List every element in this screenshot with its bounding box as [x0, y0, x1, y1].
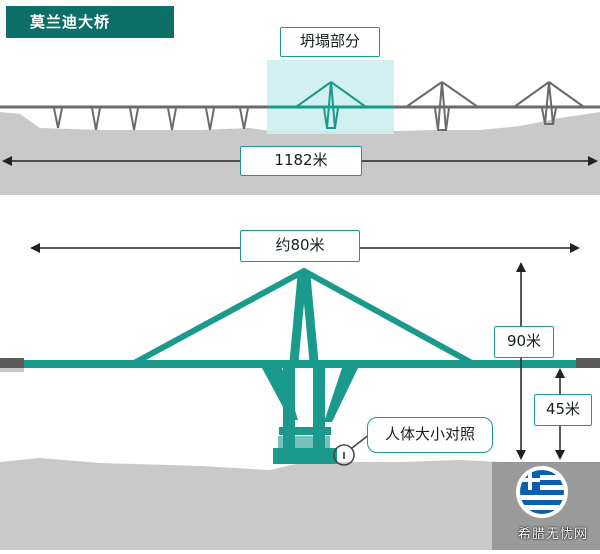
bridge-deck — [0, 360, 600, 368]
top-piers — [53, 107, 249, 131]
watermark-text: 希腊无忧网 — [517, 527, 588, 542]
total-height-label: 90米 — [494, 326, 554, 358]
tower-legs-upper — [289, 271, 319, 367]
page-title: 莫兰迪大桥 — [6, 6, 174, 38]
top-tower-2 — [405, 81, 479, 131]
bridge-length-label: 1182米 — [240, 146, 362, 176]
deck-end-right — [576, 358, 600, 368]
height90-dimension — [516, 262, 526, 460]
collapse-section-label: 坍塌部分 — [280, 27, 380, 57]
deck-end-left — [0, 358, 24, 368]
tower-span-label: 约80米 — [240, 230, 360, 262]
top-collapsed-tower — [267, 81, 394, 129]
human-scale-label: 人体大小对照 — [367, 417, 493, 453]
cable-stays — [133, 268, 473, 365]
greek-flag-icon — [516, 466, 568, 518]
bottom-left-edge — [0, 368, 24, 372]
top-tower-3 — [513, 81, 585, 125]
human-scale-circle — [333, 444, 355, 466]
bottom-ground — [0, 458, 600, 550]
deck-height-label: 45米 — [534, 394, 592, 426]
lower-pier — [262, 368, 358, 464]
